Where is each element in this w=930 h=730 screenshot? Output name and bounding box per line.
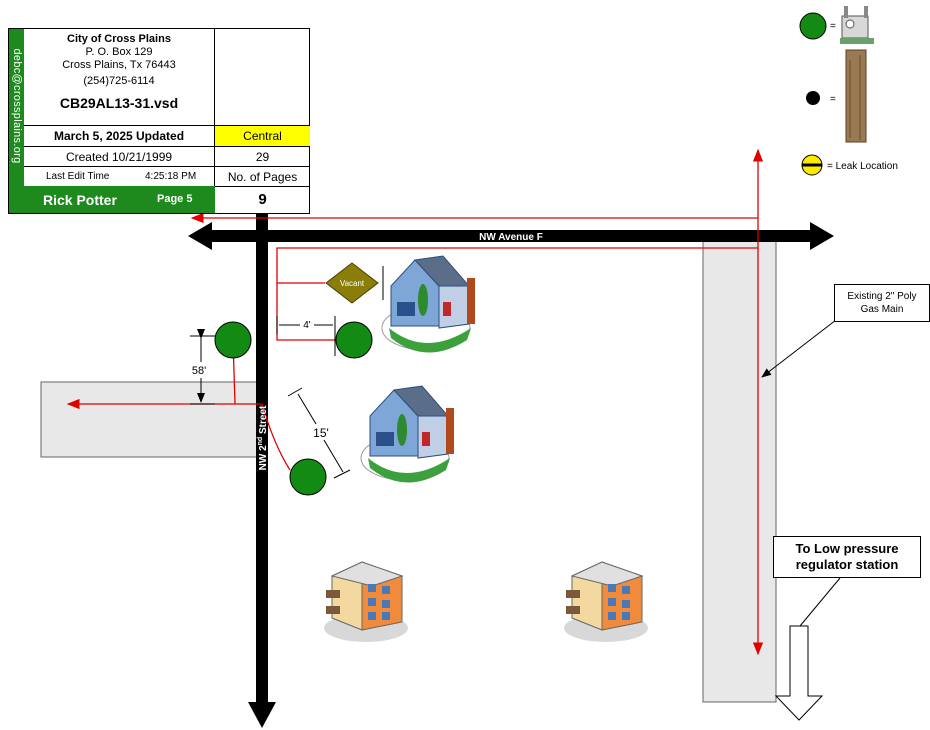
apartment-building-icon (324, 561, 408, 642)
nw-2nd-street-label: NW 2nd Street (257, 405, 269, 470)
author-bar: Rick Potter Page 5 (9, 186, 215, 213)
easement-right (702, 239, 777, 703)
compass-cell (215, 29, 310, 125)
phone: (254)725-6114 (83, 75, 155, 87)
dimension-4-label: 4' (303, 320, 311, 331)
legend-leak-label: = Leak Location (827, 161, 898, 172)
regulator-arrow (774, 625, 824, 721)
gas-meter-2[interactable] (335, 321, 373, 359)
dimension-4 (276, 316, 336, 356)
created-date: Created 10/21/1999 (24, 147, 215, 167)
page-label: Page 5 (157, 193, 193, 205)
house-icon (360, 385, 454, 483)
leak-location-icon (801, 154, 823, 176)
avenue-f-road (188, 222, 834, 250)
email-text: debc@crossplains.org (11, 48, 23, 164)
gas-meter-icon (840, 6, 874, 44)
dimension-15 (287, 387, 351, 479)
gas-main-leader (761, 319, 837, 378)
page-count-value: 29 (255, 150, 270, 164)
gas-main-callout: Existing 2" Poly Gas Main (834, 284, 930, 322)
regulator-line2: regulator station (795, 557, 899, 572)
regulator-leader (799, 577, 841, 627)
regulator-callout: To Low pressure regulator station (773, 536, 921, 578)
page-number: 9 (215, 186, 310, 213)
row-last-edit: Last Edit Time 4:25:18 PM No. of Pages (24, 166, 310, 187)
avenue-f-label: NW Avenue F (479, 232, 543, 243)
address-line-2: Cross Plains, Tx 76443 (62, 59, 176, 71)
row-created: Created 10/21/1999 29 (24, 146, 310, 167)
gas-main-line1: Existing 2" Poly (847, 291, 917, 302)
last-edit-cell: Last Edit Time 4:25:18 PM (24, 167, 215, 187)
gas-meter-3[interactable] (289, 458, 327, 496)
dimension-58-label: 58' (192, 365, 206, 377)
legend-meter-circle (799, 12, 827, 40)
utility-pole-icon (845, 49, 867, 143)
vacant-label: Vacant (340, 279, 365, 288)
pages-label: No. of Pages (227, 170, 298, 184)
email-strip: debc@crossplains.org (9, 29, 24, 186)
dimension-58 (190, 329, 215, 405)
legend-pole-eq: = (830, 94, 836, 105)
gas-main-line2: Gas Main (860, 304, 904, 315)
title-block-header: City of Cross Plains P. O. Box 129 Cross… (24, 29, 215, 125)
author-name: Rick Potter (43, 192, 117, 208)
dimension-15-label: 15' (313, 426, 329, 440)
gas-meter-1[interactable] (214, 321, 252, 359)
legend-meter-eq: = (830, 21, 836, 32)
house-icon (381, 255, 475, 353)
easement-left (40, 381, 263, 458)
org-name: City of Cross Plains (67, 33, 171, 45)
area-name: Central (215, 126, 310, 146)
row-updated: March 5, 2025 Updated Central (24, 125, 310, 146)
title-block: debc@crossplains.org City of Cross Plain… (8, 28, 310, 214)
nw-2nd-street-road (248, 214, 276, 728)
apartment-building-icon (564, 561, 648, 642)
regulator-line1: To Low pressure (795, 541, 899, 556)
updated-date: March 5, 2025 Updated (24, 126, 215, 146)
vacant-lot-marker (325, 262, 384, 304)
address-line-1: P. O. Box 129 (85, 46, 153, 58)
gas-service-lines (66, 148, 764, 656)
legend-pole-dot (806, 91, 820, 105)
file-name: CB29AL13-31.vsd (59, 95, 179, 111)
last-edit-label: Last Edit Time (46, 171, 110, 182)
last-edit-time: 4:25:18 PM (145, 171, 197, 182)
